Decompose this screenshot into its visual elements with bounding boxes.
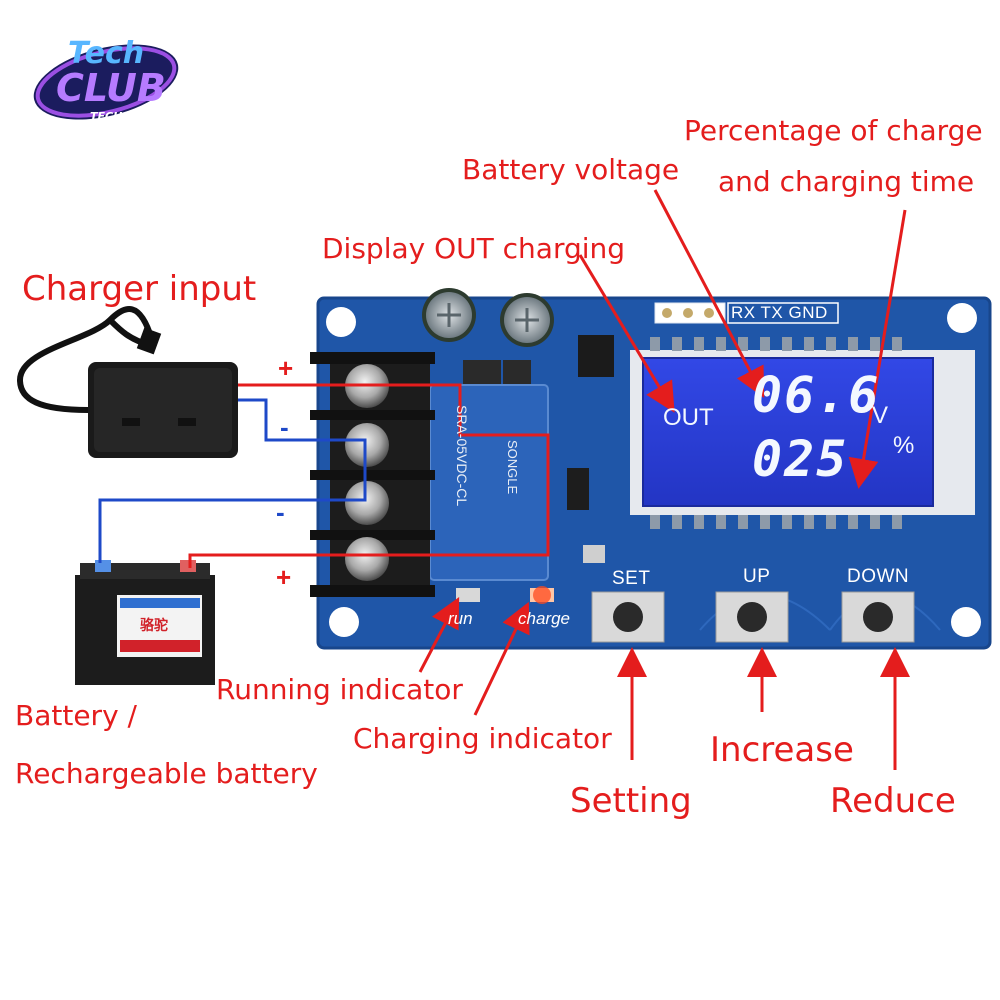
label-charger-input: Charger input: [22, 269, 257, 309]
arrow-running: [418, 597, 460, 673]
arrow-battery-voltage: [653, 189, 765, 398]
mounting-hole: [326, 307, 356, 337]
terminal-plus-bottom: +: [276, 562, 292, 592]
relay-brand-text: SONGLE: [505, 440, 520, 495]
relay-model-text: SRA-05VDC-CL: [454, 405, 470, 507]
tech-club-logo: Tech CLUB TECH CLUB: [28, 30, 183, 130]
lcd-percent-value: 025: [752, 430, 849, 488]
uart-header-label: RX TX GND: [731, 303, 828, 322]
logo-mid-text: CLUB: [56, 66, 166, 110]
arrow-percentage: [848, 209, 907, 489]
run-label: run: [448, 609, 473, 628]
label-increase: Increase: [710, 730, 854, 770]
positive-wires: [188, 383, 550, 568]
run-led: [456, 588, 480, 602]
terminal-minus-top: -: [280, 412, 289, 442]
logo-top-text: Tech: [68, 36, 145, 71]
charge-label: charge: [518, 609, 570, 628]
label-reduce: Reduce: [830, 781, 956, 821]
push-buttons: [591, 591, 915, 643]
logo-sub-text: TECH CLUB: [90, 110, 158, 123]
screw-terminal: [345, 481, 389, 525]
uart-header: [654, 302, 839, 324]
charger-adapter: [16, 306, 238, 458]
screw-terminal: [345, 537, 389, 581]
logo-badge: [33, 44, 179, 120]
battery: [75, 560, 215, 685]
ic-chips: [463, 335, 614, 563]
terminal-block: [310, 352, 435, 597]
down-button-label: DOWN: [847, 566, 910, 587]
label-display-out: Display OUT charging: [322, 232, 626, 265]
mounting-hole: [947, 303, 977, 333]
terminal-minus-bottom: -: [276, 497, 285, 527]
annotation-arrows: [418, 189, 910, 770]
lcd-out-indicator: OUT: [663, 404, 714, 431]
up-button-label: UP: [743, 566, 771, 587]
lcd-percent-unit: %: [893, 432, 915, 459]
lcd-module: [630, 337, 975, 529]
set-button-label: SET: [612, 568, 651, 589]
label-battery-line2: Rechargeable battery: [15, 757, 318, 790]
negative-wires: [98, 398, 367, 563]
mounting-hole: [329, 607, 359, 637]
lcd-voltage-value: 06.6: [752, 366, 881, 424]
label-charging-indicator: Charging indicator: [353, 722, 612, 755]
label-setting: Setting: [570, 781, 692, 821]
relay: [429, 384, 549, 581]
label-percentage-line1: Percentage of charge: [684, 114, 983, 147]
label-running-indicator: Running indicator: [216, 673, 463, 706]
screw-terminal: [345, 423, 389, 467]
capacitors: [422, 288, 554, 347]
terminal-plus-top: +: [278, 353, 294, 383]
label-battery-voltage: Battery voltage: [462, 153, 680, 186]
lcd-voltage-unit: V: [872, 402, 889, 429]
leds: [456, 586, 554, 604]
arrow-display-out: [578, 254, 675, 413]
mounting-hole: [951, 607, 981, 637]
label-battery-line1: Battery /: [15, 699, 137, 732]
label-percentage-line2: and charging time: [718, 165, 975, 198]
arrow-charging: [473, 601, 530, 716]
battery-brand: 骆驼: [140, 618, 168, 634]
